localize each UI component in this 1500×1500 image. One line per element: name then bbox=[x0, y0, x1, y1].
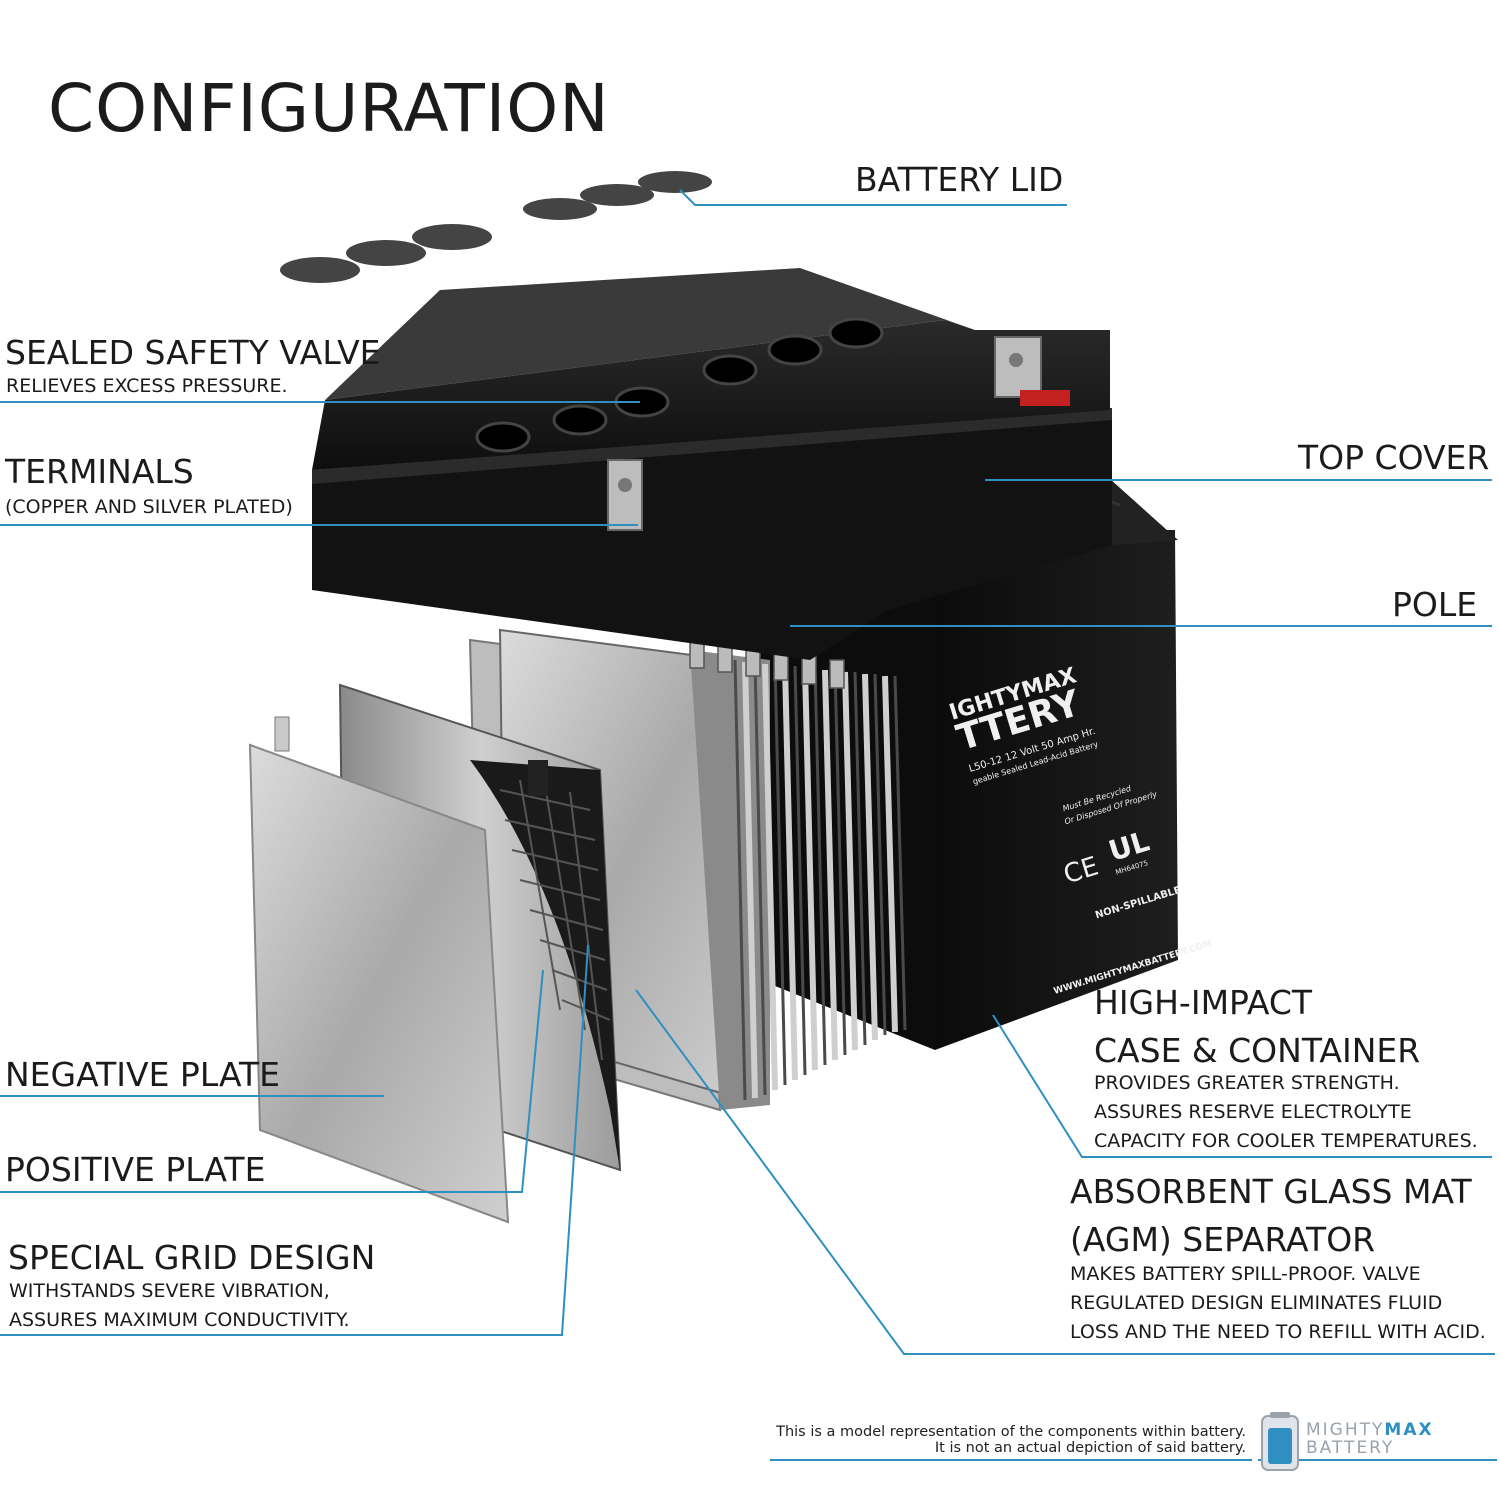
desc-agm-2: REGULATED DESIGN ELIMINATES FLUID bbox=[1070, 1292, 1443, 1314]
disclaimer-line-1: This is a model representation of the co… bbox=[776, 1424, 1246, 1440]
disclaimer: This is a model representation of the co… bbox=[770, 1424, 1246, 1456]
logo-text: MIGHTYMAX BATTERY bbox=[1306, 1421, 1434, 1457]
label-pole: POLE bbox=[1392, 585, 1478, 624]
top-cover bbox=[312, 268, 1112, 660]
desc-grid-1: WITHSTANDS SEVERE VIBRATION, bbox=[9, 1280, 330, 1302]
logo-mighty: MIGHTY bbox=[1306, 1420, 1385, 1440]
label-terminals: TERMINALS bbox=[5, 452, 194, 491]
label-top-cover: TOP COVER bbox=[1298, 438, 1490, 477]
desc-terminals: (COPPER AND SILVER PLATED) bbox=[5, 496, 293, 518]
label-sealed-safety-valve: SEALED SAFETY VALVE bbox=[5, 333, 381, 372]
disclaimer-line-2: It is not an actual depiction of said ba… bbox=[934, 1440, 1246, 1456]
label-agm-line2: (AGM) SEPARATOR bbox=[1070, 1220, 1376, 1259]
logo-battery: BATTERY bbox=[1306, 1438, 1395, 1458]
label-special-grid-design: SPECIAL GRID DESIGN bbox=[8, 1238, 376, 1277]
desc-agm-3: LOSS AND THE NEED TO REFILL WITH ACID. bbox=[1070, 1321, 1486, 1343]
label-negative-plate: NEGATIVE PLATE bbox=[5, 1055, 280, 1094]
terminal-negative bbox=[607, 459, 643, 531]
desc-case-3: CAPACITY FOR COOLER TEMPERATURES. bbox=[1094, 1130, 1478, 1152]
label-case-line2: CASE & CONTAINER bbox=[1094, 1031, 1421, 1070]
page-title: CONFIGURATION bbox=[48, 70, 610, 147]
label-battery-lid: BATTERY LID bbox=[855, 160, 1064, 199]
label-case-line1: HIGH-IMPACT bbox=[1094, 983, 1313, 1022]
terminal-positive bbox=[994, 336, 1070, 406]
desc-case-2: ASSURES RESERVE ELECTROLYTE bbox=[1094, 1101, 1412, 1123]
label-agm-line1: ABSORBENT GLASS MAT bbox=[1070, 1172, 1472, 1211]
negative-plate bbox=[248, 716, 510, 1224]
label-positive-plate: POSITIVE PLATE bbox=[5, 1150, 266, 1189]
mightymax-logo bbox=[1261, 1412, 1299, 1471]
logo-max: MAX bbox=[1384, 1420, 1434, 1440]
desc-case-1: PROVIDES GREATER STRENGTH. bbox=[1094, 1072, 1400, 1094]
desc-grid-2: ASSURES MAXIMUM CONDUCTIVITY. bbox=[9, 1309, 350, 1331]
battery-lid-caps bbox=[280, 171, 712, 283]
desc-agm-1: MAKES BATTERY SPILL-PROOF. VALVE bbox=[1070, 1263, 1421, 1285]
desc-sealed-safety-valve: RELIEVES EXCESS PRESSURE. bbox=[6, 375, 288, 397]
